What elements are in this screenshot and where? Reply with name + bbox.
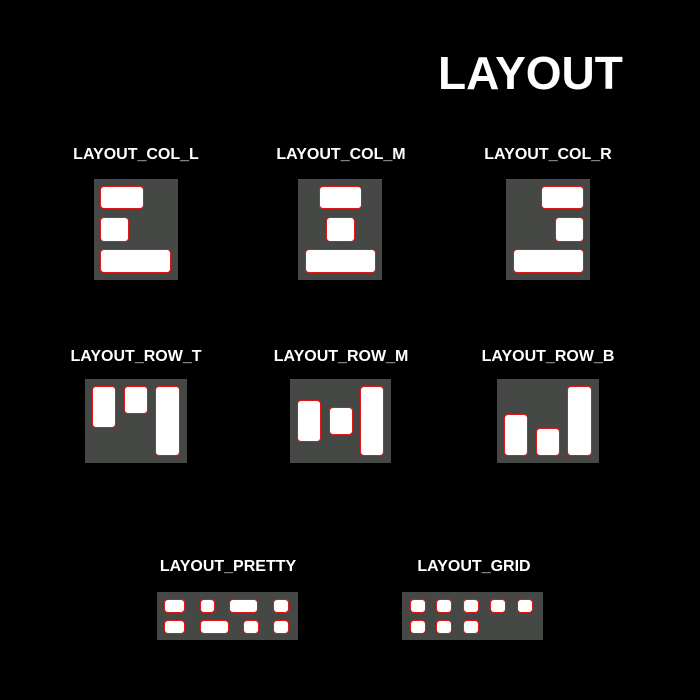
preview-item: [200, 599, 215, 613]
preview-item: [273, 620, 289, 634]
preview-item: [360, 386, 384, 456]
preview-item: [100, 217, 129, 242]
preview-item: [504, 414, 528, 456]
label-layout-row-t: LAYOUT_ROW_T: [70, 348, 202, 365]
preview-item: [155, 386, 180, 456]
preview-item: [555, 217, 584, 242]
layout-row-m-preview[interactable]: [290, 379, 391, 463]
preview-item: [326, 217, 355, 242]
label-layout-col-r: LAYOUT_COL_R: [484, 146, 612, 163]
preview-item: [273, 599, 289, 613]
preview-item: [164, 620, 185, 634]
label-layout-col-l: LAYOUT_COL_L: [73, 146, 199, 163]
label-layout-row-b: LAYOUT_ROW_B: [481, 348, 615, 365]
label-layout-grid: LAYOUT_GRID: [417, 558, 531, 575]
layout-row-t-preview[interactable]: [85, 379, 187, 463]
preview-item: [541, 186, 584, 209]
layout-col-m-preview[interactable]: [298, 179, 382, 280]
preview-item: [490, 599, 506, 613]
layout-pretty-preview[interactable]: [157, 592, 298, 640]
label-layout-pretty: LAYOUT_PRETTY: [159, 558, 297, 575]
layout-grid-preview[interactable]: [402, 592, 543, 640]
preview-item: [200, 620, 229, 634]
preview-item: [513, 249, 584, 273]
label-layout-col-m: LAYOUT_COL_M: [276, 146, 406, 163]
preview-item: [164, 599, 185, 613]
preview-item: [329, 407, 353, 435]
preview-item: [297, 400, 321, 442]
preview-item: [124, 386, 148, 414]
preview-item: [410, 620, 426, 634]
preview-item: [517, 599, 533, 613]
preview-item: [100, 186, 144, 209]
preview-item: [243, 620, 259, 634]
label-layout-row-m: LAYOUT_ROW_M: [273, 348, 409, 365]
page-title: LAYOUT: [438, 47, 623, 99]
preview-item: [92, 386, 116, 428]
preview-item: [100, 249, 171, 273]
preview-item: [436, 599, 452, 613]
preview-item: [410, 599, 426, 613]
layout-col-r-preview[interactable]: [506, 179, 590, 280]
preview-item: [463, 599, 479, 613]
preview-item: [229, 599, 258, 613]
preview-item: [536, 428, 560, 456]
preview-item: [567, 386, 592, 456]
layout-row-b-preview[interactable]: [497, 379, 599, 463]
preview-item: [319, 186, 362, 209]
preview-item: [463, 620, 479, 634]
preview-item: [436, 620, 452, 634]
layout-col-l-preview[interactable]: [94, 179, 178, 280]
preview-item: [305, 249, 376, 273]
